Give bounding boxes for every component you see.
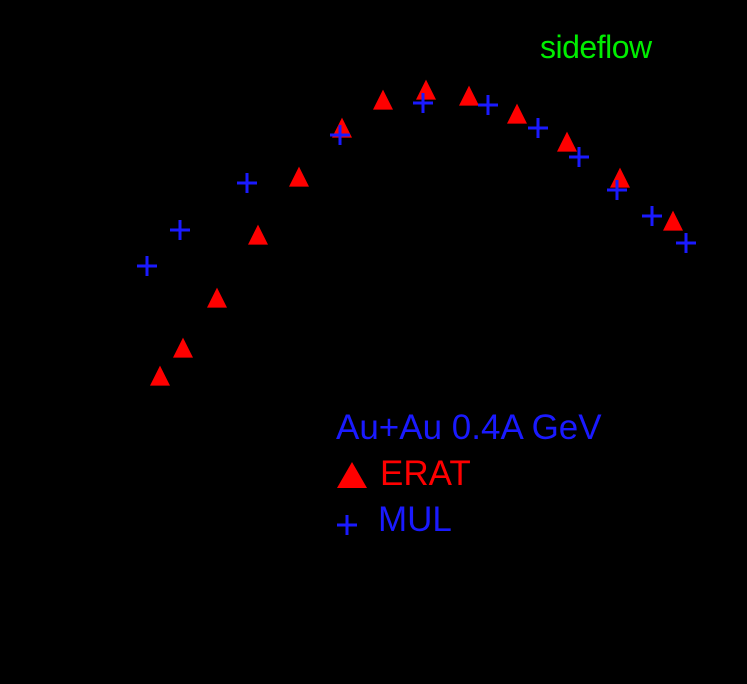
mul-data-point [413, 93, 433, 113]
legend-label-mul: MUL [378, 500, 452, 539]
mul-data-point [237, 173, 257, 193]
mul-data-point [137, 256, 157, 276]
erat-data-point [416, 79, 436, 100]
erat-data-point [610, 167, 630, 188]
erat-data-point [150, 365, 170, 386]
series-mul [137, 93, 696, 276]
erat-data-point [557, 131, 577, 152]
erat-data-point [289, 166, 309, 187]
erat-data-point [507, 103, 527, 124]
erat-data-point [173, 337, 193, 358]
mul-data-point [330, 125, 350, 145]
erat-data-point [332, 117, 352, 138]
triangle-icon [337, 462, 367, 488]
mul-data-point [170, 220, 190, 240]
mul-data-point [528, 118, 548, 138]
erat-data-point [373, 89, 393, 110]
mul-data-point [478, 95, 498, 115]
erat-data-point [248, 224, 268, 245]
mul-data-point [642, 206, 662, 226]
mul-data-point [607, 180, 627, 200]
sideflow-annotation: sideflow [540, 29, 652, 65]
series-erat [150, 79, 683, 386]
erat-data-point [663, 210, 683, 231]
erat-data-point [207, 287, 227, 308]
mul-data-point [569, 147, 589, 167]
plus-icon [337, 515, 357, 535]
erat-data-point [459, 85, 479, 106]
mul-data-point [676, 233, 696, 253]
legend-title: Au+Au 0.4A GeV [336, 408, 602, 447]
legend-label-erat: ERAT [380, 454, 471, 493]
